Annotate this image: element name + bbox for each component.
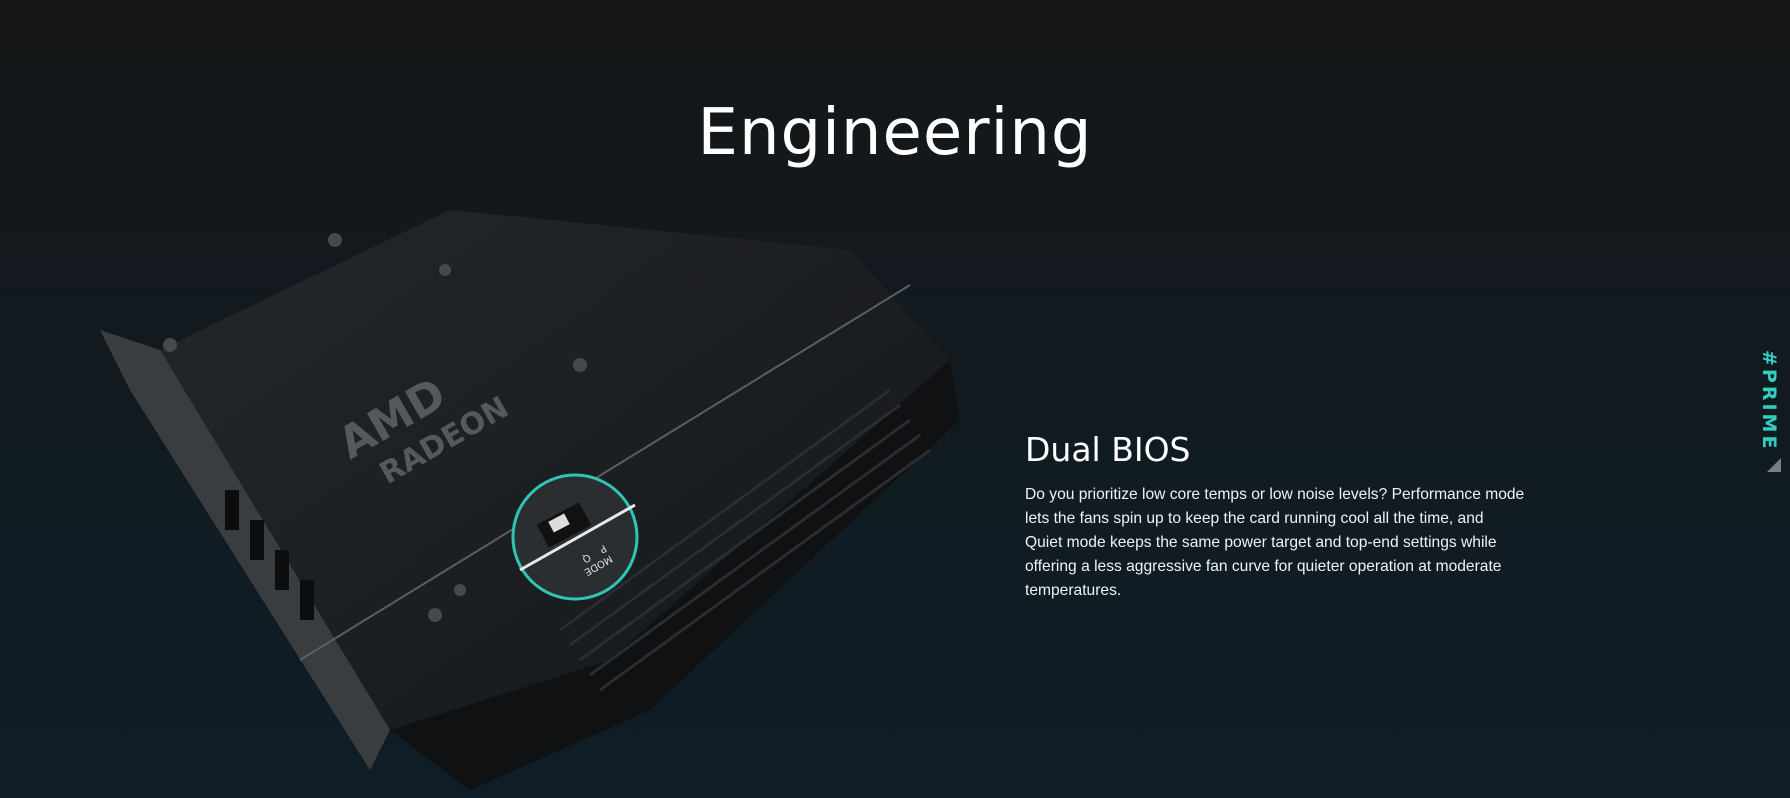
feature-heading: Dual BIOS (1025, 430, 1191, 469)
feature-description: Do you prioritize low core temps or low … (1025, 486, 1525, 599)
prime-side-tag[interactable]: #PRIME (1758, 350, 1780, 452)
section-title: Engineering (697, 96, 1093, 170)
switch-option-p: P (597, 542, 608, 555)
graphics-card-image: AMD RADEON MODE P Q (100, 210, 960, 790)
corner-triangle-icon (1767, 458, 1781, 472)
bios-switch-closeup: MODE P Q (511, 473, 639, 601)
feature-dual-bios: Dual BIOS Do you prioritize low core tem… (1025, 430, 1525, 603)
